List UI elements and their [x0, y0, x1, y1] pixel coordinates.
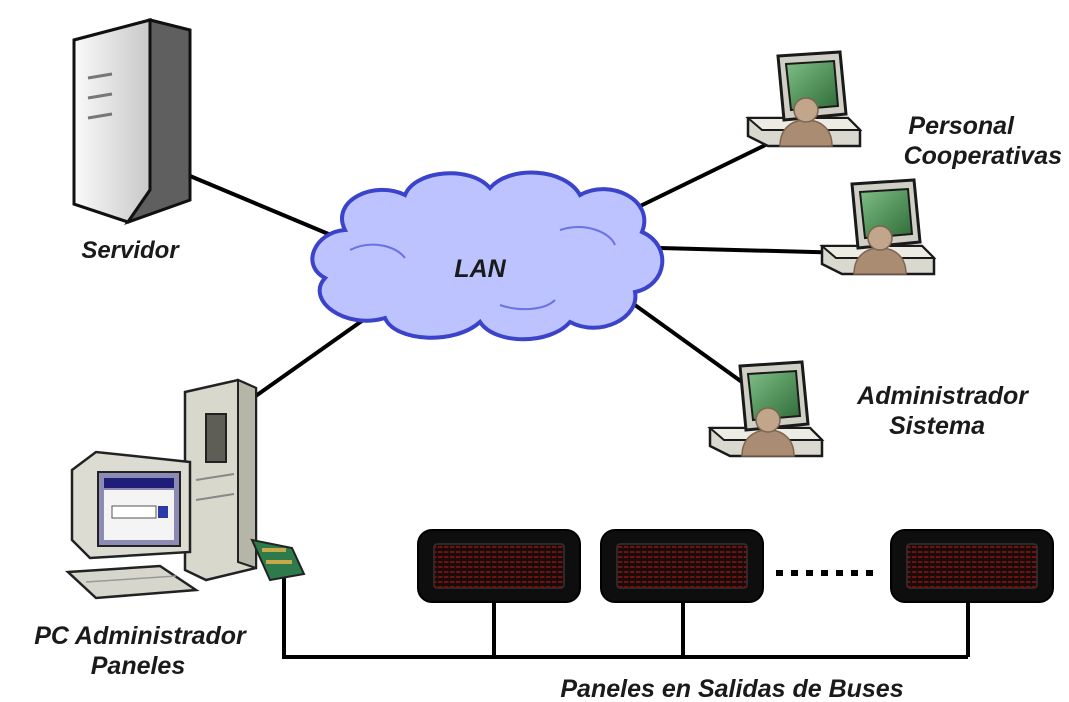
desktop-pc-icon: [65, 378, 306, 600]
servidor-label: Servidor: [81, 237, 180, 264]
led-display-panel-icon: [417, 529, 581, 603]
user-workstation-icon: [708, 360, 824, 458]
personal-label-line2: Cooperativas: [904, 142, 1062, 170]
personal-label-line1: Personal: [908, 112, 1015, 140]
admin-sistema-label-line1: Administrador: [856, 382, 1029, 410]
admin-sistema-label-line2: Sistema: [889, 412, 985, 440]
user-workstation-icon: [820, 178, 936, 276]
line-server-lan: [189, 174, 339, 240]
pc-admin-label-line1: PC Administrador: [34, 622, 247, 650]
line-lan-admin-sistema: [626, 298, 762, 397]
bus-cable: [282, 578, 968, 659]
line-lan-pc-admin: [248, 316, 368, 402]
led-display-panel-icon: [890, 529, 1054, 603]
user-workstation-icon: [746, 50, 862, 148]
server-tower-icon: [72, 18, 192, 225]
pc-admin-label-line2: Paneles: [91, 652, 186, 680]
line-lan-personal-2: [659, 246, 851, 255]
lan-label: LAN: [454, 255, 506, 283]
ellipsis-dots: [776, 570, 873, 576]
paneles-bus-label: Paneles en Salidas de Buses: [560, 675, 903, 702]
connection-lines: [189, 132, 970, 659]
led-display-panel-icon: [600, 529, 764, 603]
lan-cloud-icon: [310, 170, 665, 342]
line-lan-personal-1: [631, 132, 789, 212]
